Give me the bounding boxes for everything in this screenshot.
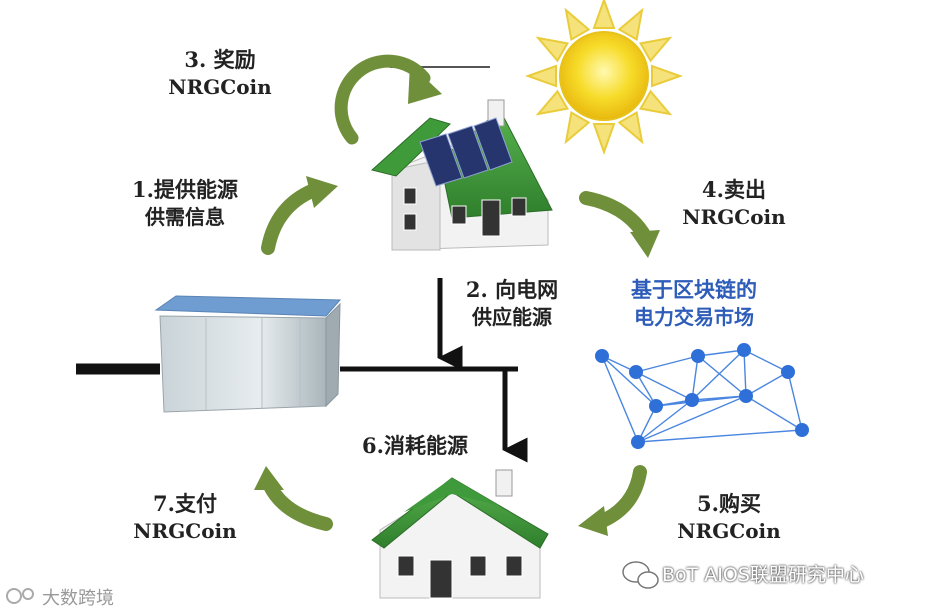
sun-icon	[528, 0, 680, 152]
solar-house-icon	[372, 100, 552, 250]
consume-label: 6.消耗能源	[350, 432, 480, 460]
watermark-right-text: BoT AIOS联盟研究中心	[662, 564, 864, 586]
watermark-left: 大数跨境	[6, 584, 114, 610]
market-label: 基于区块链的 电力交易市场	[606, 276, 782, 331]
pay-arrow	[254, 466, 326, 524]
supply-grid-line2: 供应能源	[452, 304, 572, 331]
blockchain-network-icon	[595, 343, 809, 449]
provide-info-line2: 供需信息	[120, 204, 250, 231]
consume-label-line1: 6.消耗能源	[350, 432, 480, 460]
buy-label: 5.购买 NRGCoin	[664, 490, 794, 545]
reward-label-line1: 3. 奖励	[160, 46, 280, 74]
sell-label-line2: NRGCoin	[664, 204, 804, 231]
provide-info-line1: 1.提供能源	[120, 176, 250, 204]
sell-label-line1: 4.卖出	[664, 176, 804, 204]
sell-label: 4.卖出 NRGCoin	[664, 176, 804, 231]
supply-grid-label: 2. 向电网 供应能源	[452, 276, 572, 331]
pay-label-line1: 7.支付	[120, 490, 250, 518]
buy-label-line1: 5.购买	[664, 490, 794, 518]
pay-label: 7.支付 NRGCoin	[120, 490, 250, 545]
provide-info-arrow	[268, 176, 338, 248]
reward-label-line2: NRGCoin	[160, 74, 280, 101]
pay-label-line2: NRGCoin	[120, 518, 250, 545]
consumer-house-icon	[372, 470, 548, 598]
buy-arrow	[578, 472, 640, 536]
market-label-line2: 电力交易市场	[606, 304, 782, 331]
supply-grid-line1: 2. 向电网	[452, 276, 572, 304]
market-label-line1: 基于区块链的	[606, 276, 782, 304]
watermark-left-text: 大数跨境	[42, 588, 114, 609]
reward-label: 3. 奖励 NRGCoin	[160, 46, 280, 101]
provide-info-label: 1.提供能源 供需信息	[120, 176, 250, 231]
watermark-right: BoT AIOS联盟研究中心	[624, 560, 864, 587]
transformer-box-icon	[156, 296, 340, 412]
sell-arrow	[586, 198, 660, 258]
buy-label-line2: NRGCoin	[664, 518, 794, 545]
